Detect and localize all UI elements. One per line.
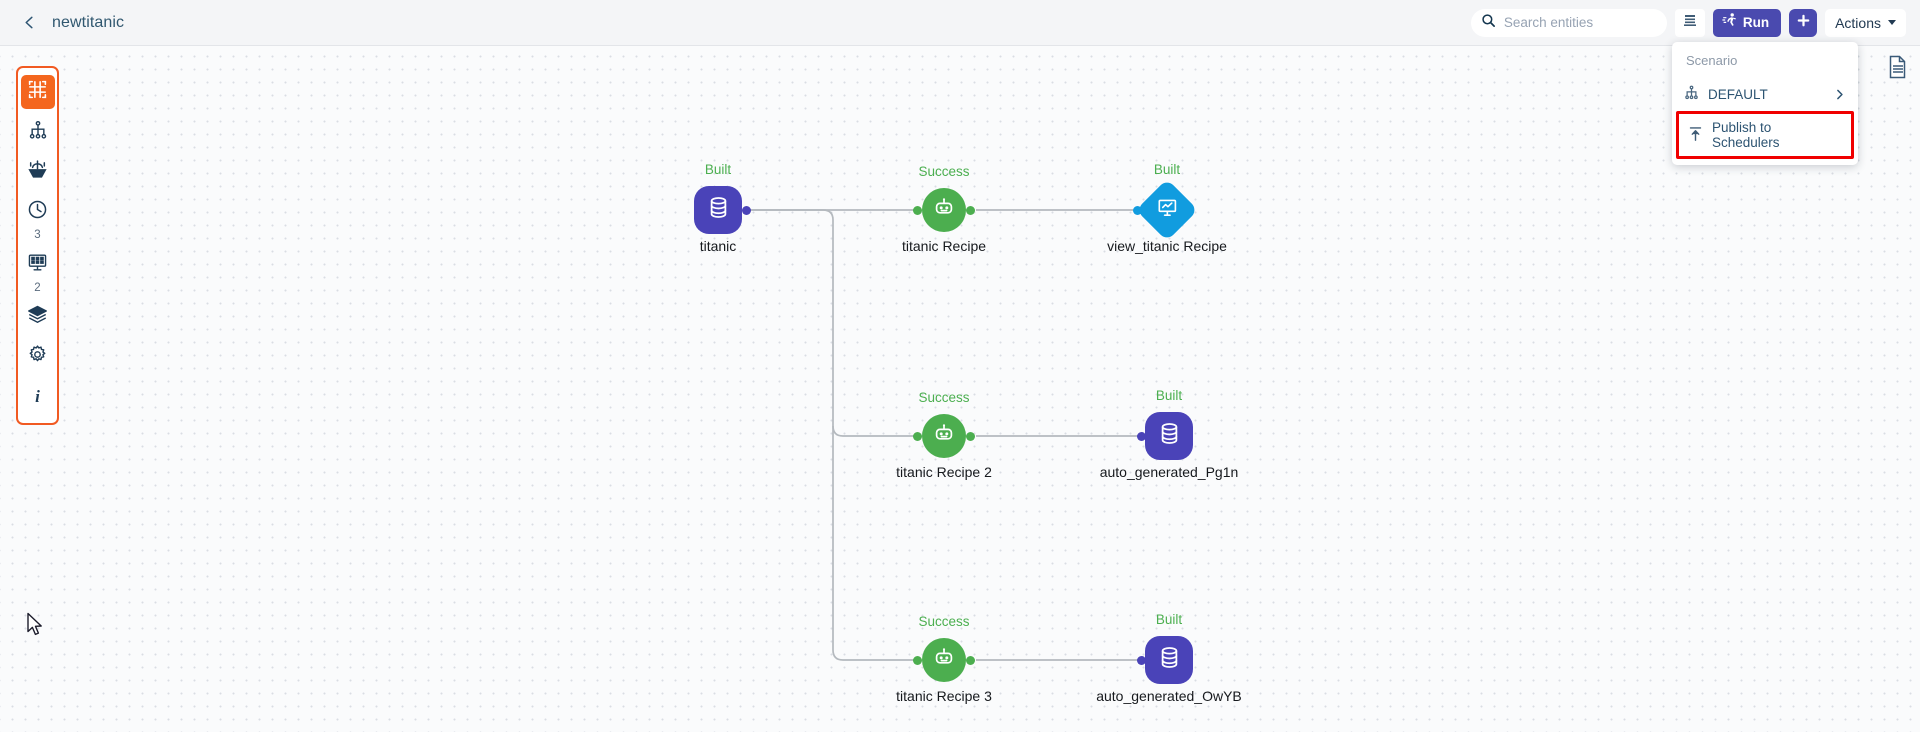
- node-input-port[interactable]: [913, 431, 922, 441]
- node-status: Built: [1155, 612, 1183, 627]
- dashboard-screen-icon: [27, 252, 48, 278]
- database-icon: [706, 195, 731, 225]
- node-input-port[interactable]: [913, 655, 922, 665]
- menu-item-label: DEFAULT: [1708, 86, 1768, 102]
- sidebar-item-sitemap[interactable]: [21, 115, 55, 149]
- dataset-shape[interactable]: [1145, 636, 1193, 684]
- sidebar-count-dashboards: 2: [34, 281, 41, 294]
- flow-node-recipe[interactable]: Success titanic Recipe 3: [896, 614, 992, 704]
- document-icon[interactable]: [1888, 55, 1908, 84]
- node-label: auto_generated_OwYB: [1096, 688, 1242, 704]
- header-actions: Search entities: [1470, 8, 1920, 37]
- node-status: Success: [918, 614, 970, 629]
- sidebar-item-dashboards[interactable]: [21, 248, 55, 282]
- node-status: Built: [704, 162, 732, 177]
- recipe-shape[interactable]: [922, 188, 966, 232]
- gear-icon: [27, 344, 48, 370]
- sidebar-item-layers[interactable]: [21, 300, 55, 334]
- flow-node-recipe[interactable]: Success titanic Recipe 2: [896, 390, 992, 480]
- clock-icon: [27, 199, 48, 225]
- menu-item-default-scenario[interactable]: DEFAULT: [1672, 77, 1858, 111]
- runner-icon: [1722, 12, 1738, 33]
- flow-node-recipe[interactable]: Success titanic Recipe: [902, 164, 986, 254]
- plus-icon: [1796, 13, 1811, 33]
- node-output-port[interactable]: [966, 431, 975, 441]
- dataset-shape[interactable]: [1145, 412, 1193, 460]
- node-label: view_titanic Recipe: [1107, 238, 1227, 254]
- chevron-down-icon: [1888, 20, 1896, 25]
- list-view-icon: [1682, 12, 1698, 33]
- flow-node-dataset[interactable]: Built titanic: [694, 162, 751, 254]
- list-view-button[interactable]: [1674, 8, 1705, 37]
- menu-item-label: Publish to Schedulers: [1712, 120, 1780, 150]
- node-label: titanic Recipe 3: [896, 688, 992, 704]
- node-input-port[interactable]: [913, 205, 922, 215]
- mouse-cursor: [26, 612, 44, 643]
- node-output-port[interactable]: [966, 655, 975, 665]
- view-shape[interactable]: [1135, 178, 1199, 242]
- left-toolbar: 3 2: [16, 66, 59, 425]
- node-label: titanic: [699, 238, 737, 254]
- flow-edges: [748, 209, 1139, 661]
- node-status: Success: [918, 164, 970, 179]
- flow-canvas-icon: [27, 79, 48, 105]
- recipe-shape[interactable]: [922, 414, 966, 458]
- sidebar-item-flow[interactable]: [20, 75, 55, 109]
- dataset-shape[interactable]: [694, 186, 742, 234]
- flow-node-dataset[interactable]: Built auto_generated_Pg1n: [1100, 388, 1239, 480]
- node-label: titanic Recipe 2: [896, 464, 992, 480]
- database-icon: [1157, 421, 1182, 451]
- flow-canvas[interactable]: Built titanic Success: [0, 46, 1920, 732]
- actions-dropdown-menu: Scenario DEFAULT: [1672, 42, 1858, 165]
- project-title[interactable]: newtitanic: [52, 13, 125, 31]
- flow-node-dataset[interactable]: Built auto_generated_OwYB: [1096, 612, 1242, 704]
- run-button-label: Run: [1742, 15, 1770, 30]
- actions-button[interactable]: Actions: [1825, 8, 1906, 37]
- back-button[interactable]: [10, 4, 48, 42]
- node-output-port[interactable]: [742, 205, 751, 215]
- add-button[interactable]: [1789, 8, 1818, 37]
- sidebar-item-info[interactable]: i: [21, 380, 55, 414]
- sidebar-item-settings[interactable]: [21, 340, 55, 374]
- chevron-left-icon: [22, 15, 37, 30]
- top-header: newtitanic Search entities: [0, 0, 1920, 46]
- sidebar-item-insights[interactable]: [21, 155, 55, 189]
- node-label: titanic Recipe: [901, 238, 987, 254]
- node-status: Built: [1153, 162, 1181, 177]
- fountain-insights-icon: [27, 159, 48, 185]
- menu-item-publish-to-schedulers[interactable]: Publish to Schedulers: [1676, 111, 1854, 159]
- node-output-port[interactable]: [966, 205, 975, 215]
- node-status: Success: [918, 390, 970, 405]
- search-input[interactable]: Search entities: [1470, 8, 1667, 37]
- layers-stack-icon: [27, 304, 48, 330]
- menu-section-label: Scenario: [1686, 53, 1738, 68]
- node-input-port[interactable]: [1133, 205, 1142, 215]
- sidebar-item-scenarios[interactable]: [21, 195, 55, 229]
- database-icon: [1157, 645, 1182, 675]
- flow-node-view[interactable]: Built view_titanic Recipe: [1107, 162, 1227, 254]
- node-status: Built: [1155, 388, 1183, 403]
- actions-button-label: Actions: [1835, 14, 1881, 31]
- robot-icon: [932, 646, 956, 675]
- chart-board-icon: [1156, 196, 1179, 224]
- sidebar-count-scenarios: 3: [34, 229, 41, 241]
- robot-icon: [932, 196, 956, 225]
- search-placeholder: Search entities: [1503, 15, 1594, 30]
- chevron-right-icon: [1833, 88, 1846, 101]
- node-input-port[interactable]: [1137, 431, 1146, 441]
- info-icon: i: [35, 387, 40, 406]
- recipe-shape[interactable]: [922, 638, 966, 682]
- run-button[interactable]: Run: [1712, 8, 1782, 37]
- node-label: auto_generated_Pg1n: [1099, 464, 1239, 480]
- sitemap-icon: [1684, 85, 1699, 103]
- robot-icon: [932, 422, 956, 451]
- search-icon: [1481, 13, 1496, 33]
- sitemap-icon: [28, 120, 48, 145]
- publish-upload-icon: [1688, 126, 1703, 145]
- node-input-port[interactable]: [1137, 655, 1146, 665]
